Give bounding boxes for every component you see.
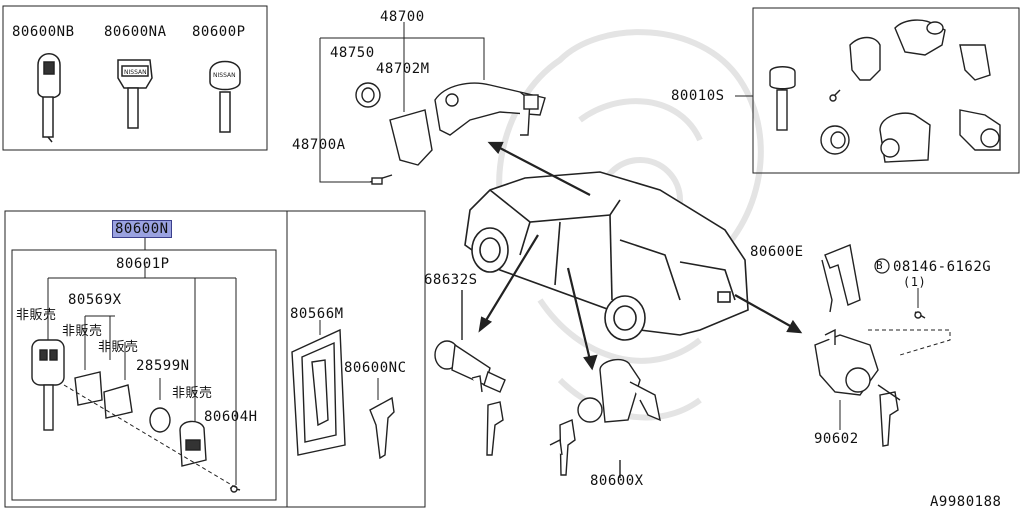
part-label-90602[interactable]: 90602 bbox=[814, 431, 859, 447]
part-label-80601P[interactable]: 80601P bbox=[116, 256, 170, 272]
part-label-28599N[interactable]: 28599N bbox=[136, 358, 190, 374]
part-label-80600X[interactable]: 80600X bbox=[590, 473, 644, 489]
svg-text:NISSAN: NISSAN bbox=[124, 69, 147, 76]
part-label-80566M[interactable]: 80566M bbox=[290, 306, 344, 322]
part-label-80600N-highlighted[interactable]: 80600N bbox=[112, 220, 172, 238]
part-label-80010S[interactable]: 80010S bbox=[671, 88, 725, 104]
part-label-80604H[interactable]: 80604H bbox=[204, 409, 258, 425]
quantity-note: (1) bbox=[903, 275, 927, 289]
part-label-48750[interactable]: 48750 bbox=[330, 45, 375, 61]
part-label-80600NA[interactable]: 80600NA bbox=[104, 24, 167, 40]
part-label-80600E[interactable]: 80600E bbox=[750, 244, 804, 260]
svg-text:NISSAN: NISSAN bbox=[213, 72, 236, 79]
bolt-prefix-badge: B bbox=[876, 259, 884, 272]
part-label-80600P[interactable]: 80600P bbox=[192, 24, 246, 40]
not-for-sale-note: 非販売 bbox=[16, 308, 57, 323]
part-label-48702M[interactable]: 48702M bbox=[376, 61, 430, 77]
vehicle-outline bbox=[464, 171, 749, 341]
part-label-80600NB[interactable]: 80600NB bbox=[12, 24, 75, 40]
diagram-id: A9980188 bbox=[930, 494, 1002, 510]
part-label-68632S[interactable]: 68632S bbox=[424, 272, 478, 288]
not-for-sale-note: 非販売 bbox=[172, 386, 213, 401]
part-label-48700[interactable]: 48700 bbox=[380, 9, 425, 25]
part-label-80600NC[interactable]: 80600NC bbox=[344, 360, 407, 376]
not-for-sale-note: 非販売 bbox=[98, 340, 139, 355]
key-80600NB-drawing bbox=[37, 53, 61, 143]
part-label-48700A[interactable]: 48700A bbox=[292, 137, 346, 153]
not-for-sale-note: 非販売 bbox=[62, 324, 103, 339]
part-label-80569X[interactable]: 80569X bbox=[68, 292, 122, 308]
part-label-08146-6162G[interactable]: 08146-6162G bbox=[893, 259, 992, 275]
